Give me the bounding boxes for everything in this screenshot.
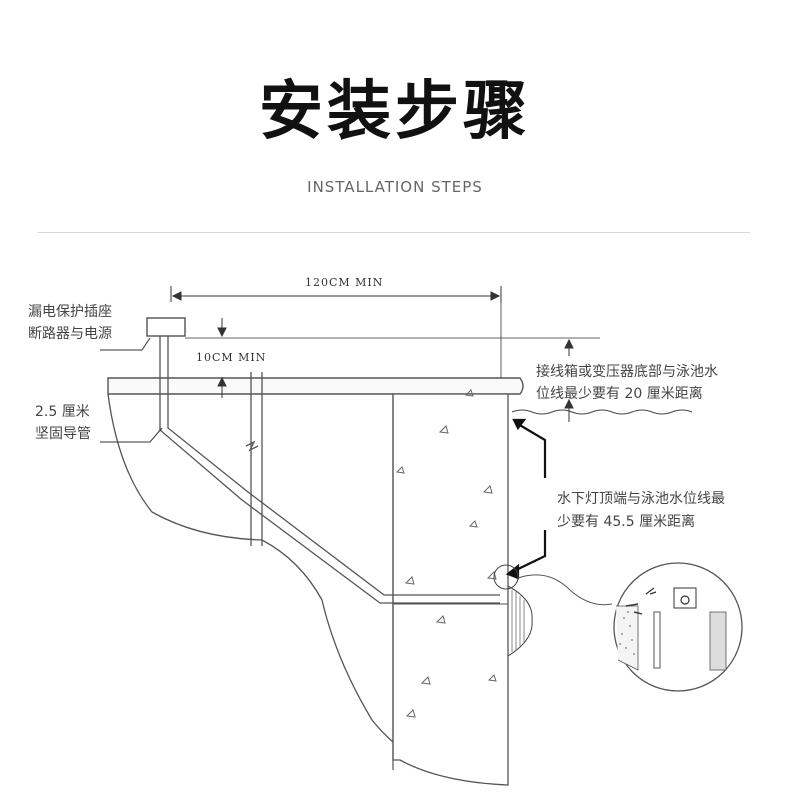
pool-wall	[392, 393, 509, 786]
light-depth-bracket	[505, 418, 547, 580]
power-label-line2: 断路器与电源	[28, 326, 112, 342]
power-leader	[100, 337, 151, 351]
header-divider	[38, 232, 750, 233]
width-label: 120CM MIN	[305, 276, 383, 289]
junction-label-line2: 位线最少要有 20 厘米距离	[536, 385, 703, 402]
pool-shell-outline	[107, 377, 524, 395]
vertical-pipe	[245, 372, 263, 546]
water-level-dimension	[564, 338, 574, 422]
height-dimension	[185, 318, 600, 398]
conduit-leader	[100, 427, 163, 443]
conduit-label-line2: 坚固导管	[35, 426, 91, 442]
power-label-line1: 漏电保护插座	[28, 304, 112, 320]
light-label-line1: 水下灯顶端与泳池水位线最	[557, 491, 725, 507]
detail-callout	[613, 562, 743, 692]
conduit-pipe	[159, 336, 500, 604]
height-label: 10CM MIN	[196, 351, 266, 364]
light-label-line2: 少要有 45.5 厘米距离	[557, 513, 695, 530]
page-subtitle: INSTALLATION STEPS	[307, 178, 483, 196]
conduit-label-line1: 2.5 厘米	[35, 404, 90, 420]
junction-box	[146, 317, 186, 337]
underwater-light	[493, 564, 533, 657]
concrete-texture	[395, 389, 497, 718]
junction-label-line1: 接线箱或变压器底部与泳池水	[536, 363, 718, 380]
header: 安装步骤 INSTALLATION STEPS	[0, 0, 790, 240]
water-line	[511, 409, 693, 415]
detail-leader	[517, 574, 613, 606]
width-dimension	[170, 286, 502, 378]
page-title: 安装步骤	[259, 75, 531, 149]
